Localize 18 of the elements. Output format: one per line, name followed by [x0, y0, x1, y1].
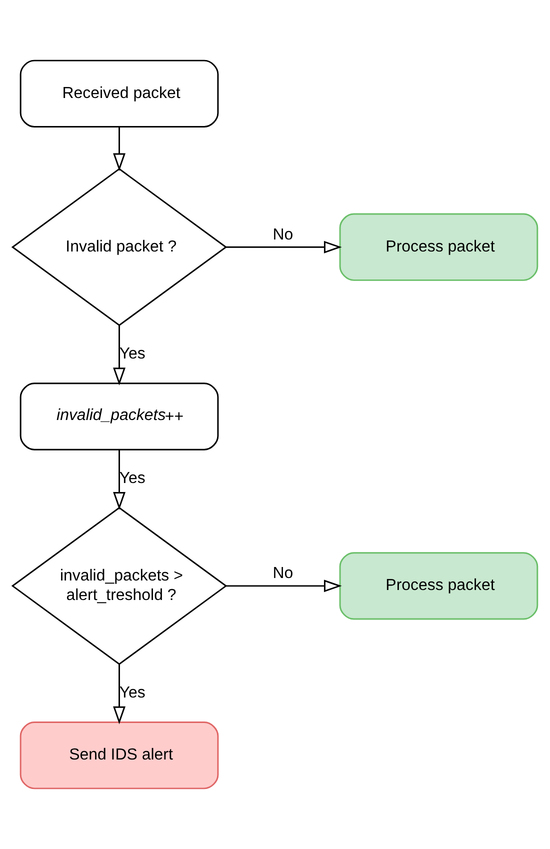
arrow — [226, 580, 342, 592]
arrow — [113, 325, 126, 386]
edge-label: Yes — [119, 470, 146, 487]
node-box: Process packet — [339, 552, 538, 620]
arrow — [113, 664, 126, 724]
node-box: invalid_packets++ — [20, 382, 219, 450]
edge-label: Yes — [119, 346, 146, 363]
node-box: Send IDS alert — [20, 722, 219, 790]
node-diamond: invalid_packets > alert_treshold ? — [11, 506, 228, 665]
node-box: Process packet — [339, 213, 538, 281]
arrow — [113, 450, 126, 510]
arrow — [113, 126, 126, 172]
edge-label: No — [272, 565, 294, 582]
edge-label: Yes — [119, 684, 146, 702]
node-box: Received packet — [20, 60, 219, 128]
node-diamond: Invalid packet ? — [11, 168, 228, 326]
arrow — [226, 240, 342, 254]
edge-label: No — [272, 226, 294, 244]
